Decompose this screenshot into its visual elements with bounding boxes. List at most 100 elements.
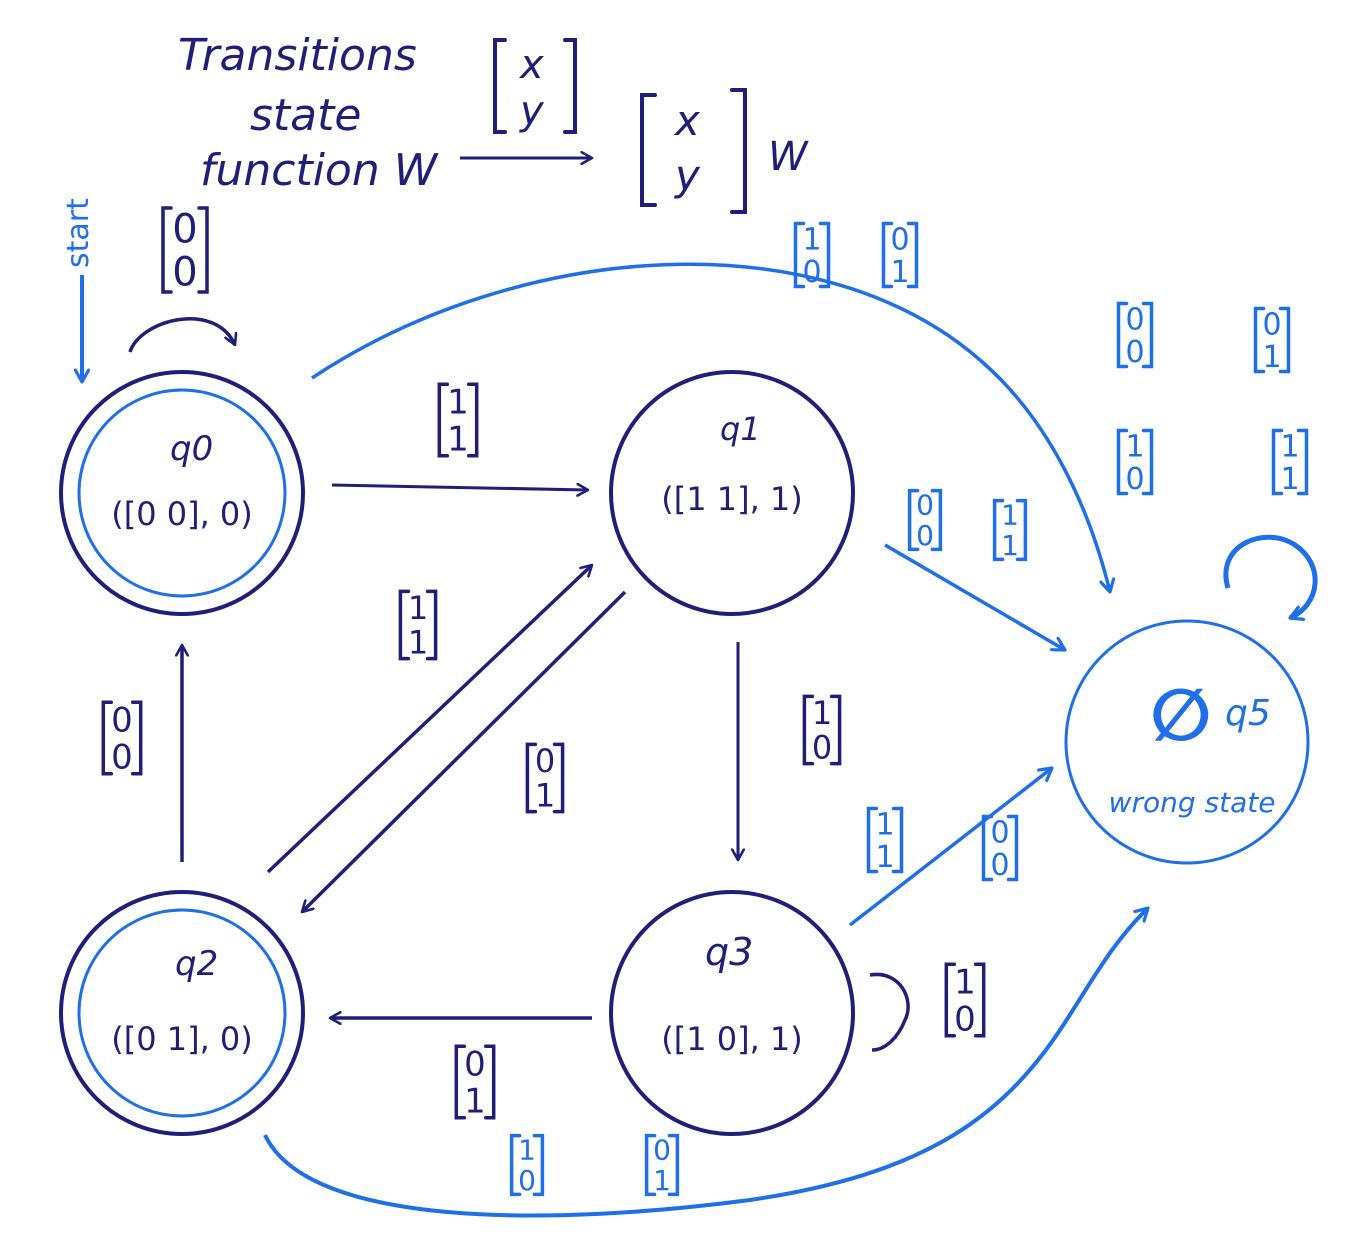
vector-left-bracket xyxy=(793,221,806,289)
state-q2: q2 ([0 1], 0) xyxy=(59,890,305,1136)
vector-top-value: 1 xyxy=(518,1134,536,1167)
vector-top-value: 0 xyxy=(172,206,197,252)
edge-label-q2-q0-0: 00 xyxy=(101,700,143,777)
edge-label-q5-q5-1: 01 xyxy=(1253,306,1291,375)
edge-q2-q5 xyxy=(263,908,1148,1218)
vector-right-bracket xyxy=(829,694,842,766)
edge-q0-self xyxy=(128,317,235,353)
vector-right-bracket xyxy=(425,589,438,661)
vector-bottom-value: 1 xyxy=(1262,340,1281,375)
state-q2-name: q2 xyxy=(175,944,218,984)
edge-q3-q5 xyxy=(848,768,1052,927)
vector-right-bracket xyxy=(466,382,479,458)
vector-right-bracket xyxy=(1006,814,1019,882)
state-q0: q0 ([0 0], 0) xyxy=(59,370,305,616)
header-title-line3: function W xyxy=(200,145,439,196)
vector-bottom-value: 1 xyxy=(1280,462,1299,497)
vector-bottom-value: 0 xyxy=(518,1164,536,1197)
vector-left-bracket xyxy=(454,1044,467,1120)
edge-q0-q5 xyxy=(311,262,1110,592)
vector-bottom-value: 0 xyxy=(990,848,1009,883)
header-output-vector: x y W xyxy=(640,88,809,214)
vector-bottom-value: 1 xyxy=(875,840,894,875)
vector-left-bracket xyxy=(1253,306,1266,374)
vector-right-bracket xyxy=(973,962,986,1038)
edge-q3-self xyxy=(869,972,910,1052)
vector-left-bracket xyxy=(161,206,173,294)
state-q3-value: ([1 0], 1) xyxy=(661,1020,803,1058)
vector-left-bracket xyxy=(1271,428,1284,496)
vector-left-bracket xyxy=(437,382,450,458)
vector-top-value: 1 xyxy=(802,222,821,257)
vector-right-bracket xyxy=(532,1133,545,1197)
vector-left-bracket xyxy=(992,498,1005,562)
state-q5: ∅ q5 wrong state xyxy=(1064,619,1310,865)
edge-q5-self xyxy=(1223,534,1318,618)
state-q3: q3 ([1 0], 1) xyxy=(609,890,855,1136)
vector-left-bracket xyxy=(398,589,411,661)
header-title-line1: Transitions xyxy=(178,30,417,81)
vector-top-value: 1 xyxy=(812,694,832,732)
vector-top-value: 1 xyxy=(447,383,469,423)
vector-right-bracket xyxy=(197,206,209,294)
edge-label-q2-q5-1: 01 xyxy=(644,1133,680,1197)
vector-bottom-value: 0 xyxy=(812,729,832,767)
header-input-y: y xyxy=(519,88,545,134)
vector-right-bracket xyxy=(483,1044,496,1120)
edge-label-q3-q5-0: 11 xyxy=(866,806,904,875)
vector-left-bracket xyxy=(644,1133,657,1197)
header-output-suffix: W xyxy=(768,134,809,180)
header-output-y: y xyxy=(673,151,701,200)
header-output-x: x xyxy=(673,96,701,145)
edge-label-q2-q5-0: 10 xyxy=(509,1133,545,1197)
vector-left-bracket xyxy=(1116,301,1129,369)
state-q5-caption: wrong state xyxy=(1109,786,1276,819)
vector-top-value: 1 xyxy=(1280,429,1299,464)
vector-top-value: 1 xyxy=(1125,429,1144,464)
vector-bottom-value: 1 xyxy=(447,419,469,459)
vector-right-bracket xyxy=(552,742,565,814)
vector-right-bracket xyxy=(906,221,919,289)
vector-top-value: 1 xyxy=(954,963,976,1003)
vector-bottom-value: 1 xyxy=(1001,529,1019,562)
edge-label-q3-q5-1: 00 xyxy=(981,814,1019,883)
state-q0-value: ([0 0], 0) xyxy=(111,495,253,533)
vector-bottom-value: 1 xyxy=(653,1164,671,1197)
header-input-x: x xyxy=(518,42,544,88)
state-q1-name: q1 xyxy=(720,410,761,448)
edge-label-q0-q5-1: 01 xyxy=(881,221,919,290)
vector-bottom-value: 1 xyxy=(890,255,909,290)
vector-top-value: 0 xyxy=(1125,302,1144,337)
vector-bottom-value: 1 xyxy=(464,1081,486,1121)
edge-label-q1-q3-0: 10 xyxy=(802,694,842,767)
edge-label-q5-q5-2: 10 xyxy=(1116,428,1154,497)
state-q0-name: q0 xyxy=(170,429,213,469)
vector-left-bracket xyxy=(802,694,815,766)
vector-top-value: 0 xyxy=(916,489,934,522)
vector-left-bracket xyxy=(525,742,538,814)
state-q5-symbol: ∅ xyxy=(1150,673,1212,757)
start-label: start xyxy=(61,198,96,268)
state-q1-value: ([1 1], 1) xyxy=(661,480,803,518)
edge-q0-q1 xyxy=(331,485,588,490)
edge-label-q5-q5-0: 00 xyxy=(1116,301,1154,370)
vector-bottom-value: 0 xyxy=(954,999,976,1039)
vector-top-value: 1 xyxy=(1001,499,1019,532)
header: Transitions state function W x y x y W xyxy=(178,30,809,214)
edges xyxy=(128,262,1318,1218)
edge-label-q1-q5-0: 00 xyxy=(907,489,943,552)
vector-right-bracket xyxy=(891,806,904,874)
vector-top-value: 1 xyxy=(408,589,428,627)
vector-bottom-value: 1 xyxy=(535,777,555,815)
edge-label-q3-q2-0: 01 xyxy=(454,1044,496,1121)
vector-bottom-value: 0 xyxy=(172,250,197,296)
vector-left-bracket xyxy=(881,221,894,289)
vector-right-bracket xyxy=(130,700,143,776)
vector-bottom-value: 0 xyxy=(916,519,934,552)
vector-right-bracket xyxy=(667,1133,680,1197)
edge-q2-q1 xyxy=(266,565,592,874)
vector-top-value: 0 xyxy=(464,1045,486,1085)
vector-bottom-value: 1 xyxy=(408,624,428,662)
